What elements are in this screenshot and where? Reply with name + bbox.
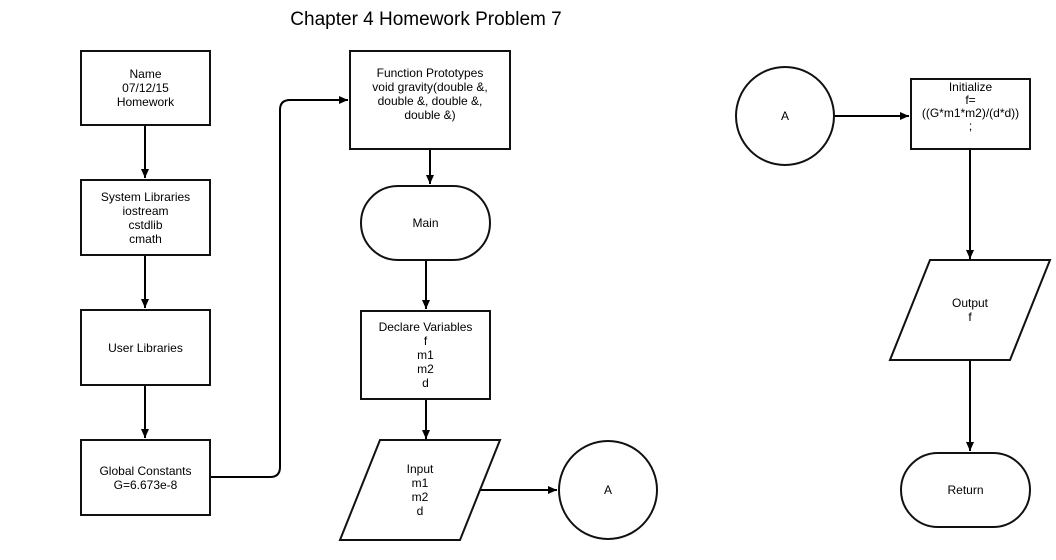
declare-variables-label: Declare Variables [378,320,473,334]
connector-a-incoming-label: A [780,109,789,123]
user-libraries-label: User Libraries [108,340,183,355]
system-libraries-block: System Libraries iostream cstdlib cmath [80,179,211,256]
input-d: d [416,504,424,518]
initialize-block: Initialize f= ((G*m1*m2)/(d*d)) ; [910,78,1031,150]
library-iostream: iostream [122,203,169,218]
output-block: Output f [920,285,1020,335]
input-label: Input [406,462,434,476]
connector-a-outgoing-label: A [603,483,612,497]
main-terminal: Main [360,185,491,261]
prototype-line-2: double &, double &, [377,94,483,108]
main-label: Main [412,216,439,230]
initialize-formula: ((G*m1*m2)/(d*d)) [921,106,1020,120]
variable-m1: m1 [417,348,434,362]
return-label: Return [947,483,984,497]
library-cmath: cmath [129,231,162,246]
output-parallelogram [888,259,1052,361]
variable-d: d [422,376,429,390]
return-terminal: Return [900,452,1031,528]
prototype-line-1: void gravity(double &, [372,80,488,94]
initialize-label: Initialize [948,80,993,94]
initialize-semicolon: ; [968,119,973,133]
header-date: 07/12/15 [122,81,169,95]
output-label: Output [951,296,989,310]
global-constants-block: Global Constants G=6.673e-8 [80,439,211,516]
arrow-global-to-prototypes [210,96,348,478]
library-cstdlib: cstdlib [128,217,163,232]
function-prototypes-label: Function Prototypes [376,66,484,80]
prototype-line-3: double &) [404,108,456,122]
system-libraries-label: System Libraries [100,189,191,204]
header-name: Name [129,67,162,81]
connector-a-outgoing: A [558,440,658,540]
variable-f: f [423,334,428,348]
input-parallelogram [338,439,502,541]
header-block: Name 07/12/15 Homework [80,50,211,126]
global-constant-g: G=6.673e-8 [113,477,178,492]
connector-a-incoming: A [735,66,835,166]
diagram-title: Chapter 4 Homework Problem 7 [290,9,562,30]
declare-variables-block: Declare Variables f m1 m2 d [360,310,491,400]
header-assignment: Homework [116,95,175,109]
function-prototypes-block: Function Prototypes void gravity(double … [349,50,511,150]
input-block: Input m1 m2 d [360,455,480,525]
input-m2: m2 [411,490,429,504]
initialize-assign: f= [965,93,976,107]
variable-m2: m2 [417,362,434,376]
output-f: f [968,310,972,324]
global-constants-label: Global Constants [99,463,192,478]
input-m1: m1 [411,476,429,490]
user-libraries-block: User Libraries [80,309,211,386]
